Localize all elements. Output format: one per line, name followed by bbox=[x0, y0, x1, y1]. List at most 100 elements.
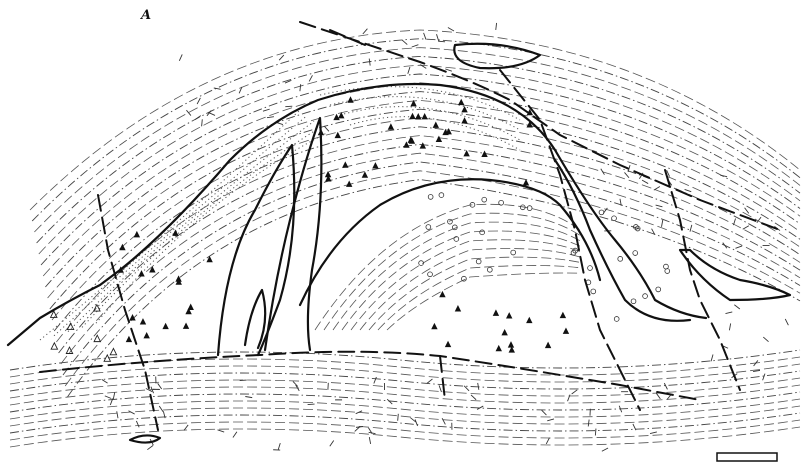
tuff-tick bbox=[278, 443, 280, 450]
pebble-circle bbox=[633, 251, 638, 256]
tuff-tick bbox=[438, 41, 445, 42]
tuff-tick bbox=[496, 23, 497, 30]
tuff-tick bbox=[330, 441, 334, 447]
tuff-tick bbox=[743, 226, 749, 229]
tuff-tick bbox=[729, 323, 730, 330]
tuff-tick bbox=[117, 411, 118, 418]
breccia-triangle bbox=[409, 113, 415, 119]
breccia-triangle bbox=[560, 312, 566, 318]
lower-band-line bbox=[10, 406, 800, 426]
lower-band-line bbox=[10, 427, 800, 447]
inner-fold-line bbox=[315, 204, 580, 330]
tuff-tick bbox=[662, 220, 663, 227]
tuff-tick bbox=[437, 34, 439, 41]
tuff-tick bbox=[309, 75, 312, 81]
breccia-triangle bbox=[67, 323, 73, 329]
upper-fold-line bbox=[67, 180, 800, 397]
breccia-triangle bbox=[433, 122, 439, 128]
tuff-tick bbox=[233, 432, 237, 438]
panel-label: A bbox=[141, 8, 151, 23]
upper-fold-line bbox=[43, 83, 800, 276]
small-lens-sw bbox=[130, 435, 160, 442]
breccia-triangle bbox=[134, 231, 140, 237]
lens-contact-3 bbox=[245, 290, 265, 348]
breccia-triangle bbox=[347, 96, 353, 102]
tuff-tick bbox=[602, 448, 608, 451]
pebble-circle bbox=[428, 272, 433, 277]
breccia-triangle bbox=[501, 329, 507, 335]
tuff-tick bbox=[588, 420, 589, 427]
lower-band-line bbox=[10, 399, 800, 419]
tuff-tick bbox=[209, 113, 215, 116]
breccia-triangle bbox=[183, 322, 189, 328]
upper-fold-line bbox=[56, 136, 800, 342]
breccia-triangle bbox=[421, 113, 427, 119]
tuff-tick bbox=[685, 189, 692, 191]
inner-fold-line bbox=[387, 273, 580, 330]
tuff-tick bbox=[763, 337, 768, 342]
tuff-tick bbox=[113, 392, 114, 399]
tuff-tick bbox=[218, 430, 225, 432]
lower-band-line bbox=[10, 392, 800, 412]
breccia-triangle bbox=[143, 332, 149, 338]
fault-east-vertical bbox=[665, 170, 740, 390]
pebble-circle bbox=[511, 250, 516, 255]
tuff-tick bbox=[542, 410, 547, 415]
inner-fold-line bbox=[324, 213, 580, 330]
tuff-tick bbox=[601, 169, 605, 175]
upper-fold-line bbox=[50, 109, 800, 309]
tuff-tick bbox=[197, 98, 200, 104]
breccia-triangle bbox=[372, 162, 378, 168]
breccia-triangle bbox=[508, 341, 514, 347]
breccia-triangle bbox=[436, 136, 442, 142]
breccia-triangle bbox=[172, 229, 178, 235]
tuff-tick bbox=[300, 84, 301, 91]
lower-band-line bbox=[10, 364, 800, 384]
tuff-tick bbox=[595, 429, 596, 436]
pebble-circle bbox=[643, 294, 648, 299]
breccia-triangle bbox=[461, 106, 467, 112]
lithologic-contacts bbox=[8, 44, 790, 443]
tuff-tick bbox=[690, 225, 692, 232]
dotted-contact-line bbox=[330, 97, 520, 130]
upper-fold-line bbox=[48, 100, 800, 298]
inner-fold-line bbox=[333, 222, 580, 330]
pebble-circle bbox=[482, 197, 487, 202]
tuff-tick bbox=[711, 355, 713, 362]
tuff-tick bbox=[471, 395, 476, 400]
tuff-tick bbox=[136, 421, 139, 427]
breccia-triangle bbox=[461, 117, 467, 123]
stratification-lines bbox=[10, 39, 800, 433]
lower-band-line bbox=[10, 420, 800, 440]
tuff-tick bbox=[572, 390, 578, 394]
breccia-triangle bbox=[94, 335, 100, 341]
tuff-tick bbox=[785, 319, 788, 325]
tuff-tick bbox=[369, 59, 370, 66]
upper-fold-line bbox=[59, 144, 800, 353]
tuff-tick bbox=[369, 437, 370, 444]
tuff-tick bbox=[427, 379, 432, 383]
tuff-tick bbox=[195, 116, 201, 120]
pebble-circle bbox=[618, 256, 623, 261]
tuff-tick bbox=[650, 432, 657, 434]
breccia-triangle bbox=[149, 266, 155, 272]
breccia-triangle bbox=[342, 161, 348, 167]
pebble-circle bbox=[428, 194, 433, 199]
tuff-tick bbox=[415, 419, 417, 426]
tuff-tick bbox=[147, 446, 153, 450]
tuff-tick bbox=[664, 383, 667, 389]
breccia-triangle bbox=[388, 123, 394, 129]
inner-fold-line bbox=[378, 265, 580, 330]
breccia-triangle bbox=[493, 309, 499, 315]
tuff-tick bbox=[202, 119, 203, 126]
tuff-tick bbox=[642, 180, 648, 183]
inner-fold-line bbox=[360, 249, 580, 330]
breccia-triangle bbox=[431, 323, 437, 329]
pebble-circle bbox=[439, 193, 444, 198]
tuff-tick bbox=[263, 109, 270, 111]
tuff-tick bbox=[547, 419, 554, 421]
tuff-tick bbox=[735, 246, 742, 248]
tuff-tick bbox=[723, 243, 727, 249]
pebble-circle bbox=[426, 225, 431, 230]
